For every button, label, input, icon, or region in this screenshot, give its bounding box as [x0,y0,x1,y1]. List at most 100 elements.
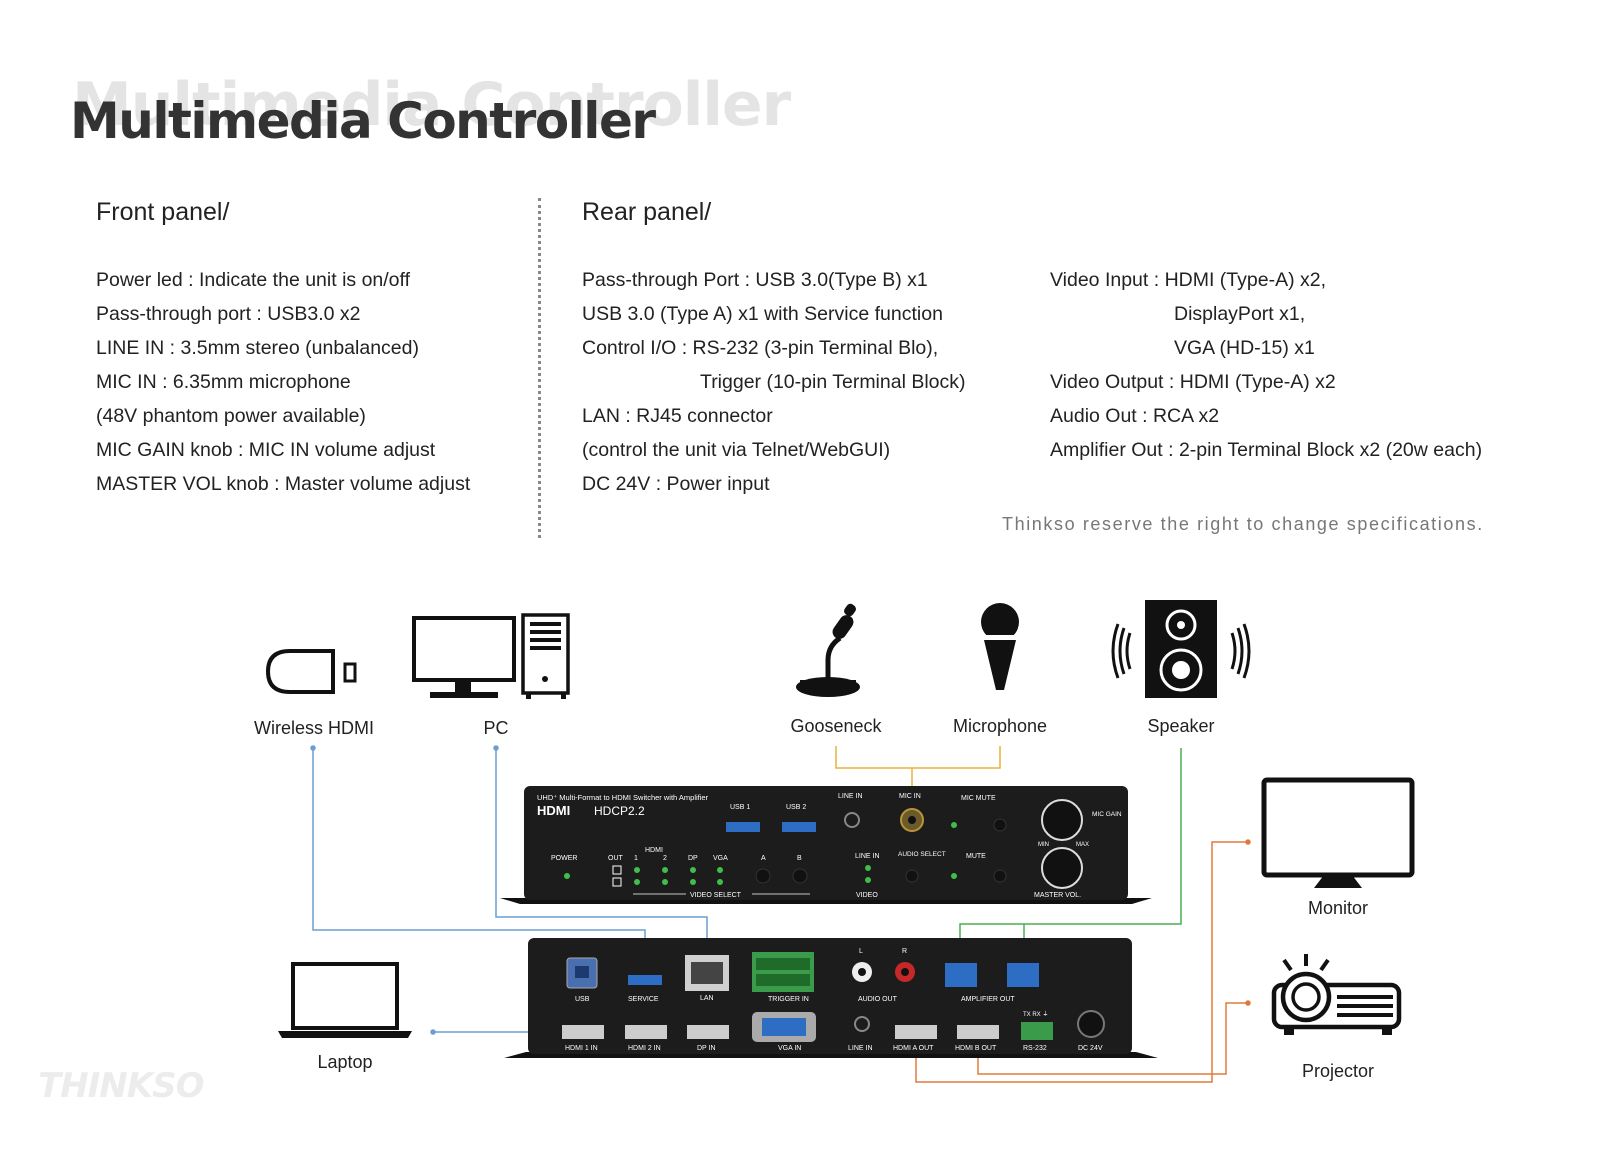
audio-r-label: R [902,948,907,955]
line-in-label: LINE IN [838,793,863,800]
spec-line: Control I/O : RS-232 (3-pin Terminal Blo… [582,337,939,359]
hdmi-a-out-label: HDMI A OUT [893,1045,934,1052]
spec-line: Video Input : HDMI (Type-A) x2, [1050,269,1326,291]
spec-line: USB 3.0 (Type A) x1 with Service functio… [582,303,943,325]
spec-line: Audio Out : RCA x2 [1050,405,1220,427]
dc24v-label: DC 24V [1078,1045,1103,1052]
front-panel-specs: Power led : Indicate the unit is on/off … [96,263,470,501]
wireless-hdmi-label: Wireless HDMI [254,718,374,738]
hdmi1-in-label: HDMI 1 IN [565,1045,598,1052]
projector-icon [1271,954,1402,1035]
rs232-label: RS-232 [1023,1045,1047,1052]
spec-line: DisplayPort x1, [1174,303,1306,325]
txrx-label: TX RX ⏚ [1023,1011,1048,1018]
line-in-jack [844,812,860,828]
wireless-hdmi-icon [265,649,357,694]
dc24v-jack [1077,1010,1105,1038]
usb2-port [782,822,816,832]
hdmi-a-out-port [895,1025,937,1039]
speaker-label: Speaker [1147,716,1215,736]
gooseneck-icon [796,603,860,697]
video-label: VIDEO [856,892,878,899]
hdmi2-in-label: 2 [663,855,667,862]
dp-in-label: DP IN [697,1045,716,1052]
mic-gain-label: MIC GAIN [1092,811,1122,818]
usb-label: USB [575,996,590,1003]
amplifier-out-b [1007,963,1039,987]
a-label: A [761,855,766,862]
line-in-select-label: LINE IN [855,853,880,860]
front-panel-unit: UHD⁺ Multi-Format to HDMI Switcher with … [500,786,1152,904]
min-label: MIN [1038,842,1049,848]
front-brand-line: UHD⁺ Multi-Format to HDMI Switcher with … [537,793,709,802]
hdmi-b-out-label: HDMI B OUT [955,1045,997,1052]
rear-line-in-label: LINE IN [848,1045,873,1052]
rs232-block [1021,1022,1053,1040]
section-divider [538,198,541,538]
b-label: B [797,855,802,862]
output-lines [915,839,1251,1083]
rear-panel-unit: USB SERVICE LAN TRIGGER IN L R AUDIO OUT… [504,938,1158,1058]
vga-in-label: VGA IN [778,1045,801,1052]
gooseneck-label: Gooseneck [790,716,882,736]
spec-line: (48V phantom power available) [96,405,366,427]
audio-l-label: L [859,948,863,955]
max-label: MAX [1076,842,1089,848]
page-title: Multimedia Controller [70,92,656,150]
dp-label: DP [688,855,698,862]
video-select-label: VIDEO SELECT [690,892,742,899]
spec-line: DC 24V : Power input [582,473,770,495]
hdmi1-in-label: 1 [634,855,638,862]
spec-line: Amplifier Out : 2-pin Terminal Block x2 … [1050,439,1483,461]
mute-label: MUTE [966,853,986,860]
spec-line: LAN : RJ45 connector [582,405,773,427]
speaker-icon [1111,600,1251,698]
spec-line: Video Output : HDMI (Type-A) x2 [1050,371,1336,393]
rear-line-in-jack [854,1016,870,1032]
amplifier-out-a [945,963,977,987]
disclaimer-note: Thinkso reserve the right to change spec… [1002,514,1484,534]
hdmi2-in-label: HDMI 2 IN [628,1045,661,1052]
usb1-port [726,822,760,832]
rear-panel-heading: Rear panel/ [582,198,712,226]
monitor-icon [1261,777,1415,888]
hdmi-logo: HDMI [537,803,570,818]
pc-icon [412,613,570,699]
spec-line: Pass-through port : USB3.0 x2 [96,303,361,325]
spec-line: MASTER VOL knob : Master volume adjust [96,473,471,495]
mic-in-label: MIC IN [899,793,921,800]
laptop-icon [278,962,412,1038]
usb1-label: USB 1 [730,804,750,811]
service-usb-port [628,975,662,985]
dp-in-port [687,1025,729,1039]
title-shadow: Multimedia Controller [72,70,791,140]
service-label: SERVICE [628,996,659,1003]
audio-out-label: AUDIO OUT [858,996,898,1003]
hdmi-b-out-port [957,1025,999,1039]
hdmi2-in-port [625,1025,667,1039]
mic-gain-knob [1041,799,1083,841]
master-vol-label: MASTER VOL. [1034,892,1081,899]
master-vol-knob [1041,847,1083,889]
hdmi1-in-port [562,1025,604,1039]
spec-line: (control the unit via Telnet/WebGUI) [582,439,891,461]
spec-line: Pass-through Port : USB 3.0(Type B) x1 [582,269,928,291]
spec-line: MIC IN : 6.35mm microphone [96,371,351,393]
microphone-icon [981,603,1019,690]
monitor-label: Monitor [1307,898,1369,918]
power-label: POWER [551,855,577,862]
usb2-label: USB 2 [786,804,806,811]
front-panel-heading: Front panel/ [96,198,230,226]
spec-line: Power led : Indicate the unit is on/off [96,269,410,291]
amplifier-out-label: AMPLIFIER OUT [961,996,1015,1003]
spec-line: LINE IN : 3.5mm stereo (unbalanced) [96,337,419,359]
projector-label: Projector [1301,1061,1375,1081]
spec-line: MIC GAIN knob : MIC IN volume adjust [96,439,436,461]
trigger-in-label: TRIGGER IN [768,996,809,1003]
rear-panel-specs-col1: Pass-through Port : USB 3.0(Type B) x1 U… [582,263,966,501]
power-led [564,873,570,879]
mic-mute-label: MIC MUTE [961,795,996,802]
audio-select-label: AUDIO SELECT [898,851,946,858]
spec-line: VGA (HD-15) x1 [1174,337,1315,359]
